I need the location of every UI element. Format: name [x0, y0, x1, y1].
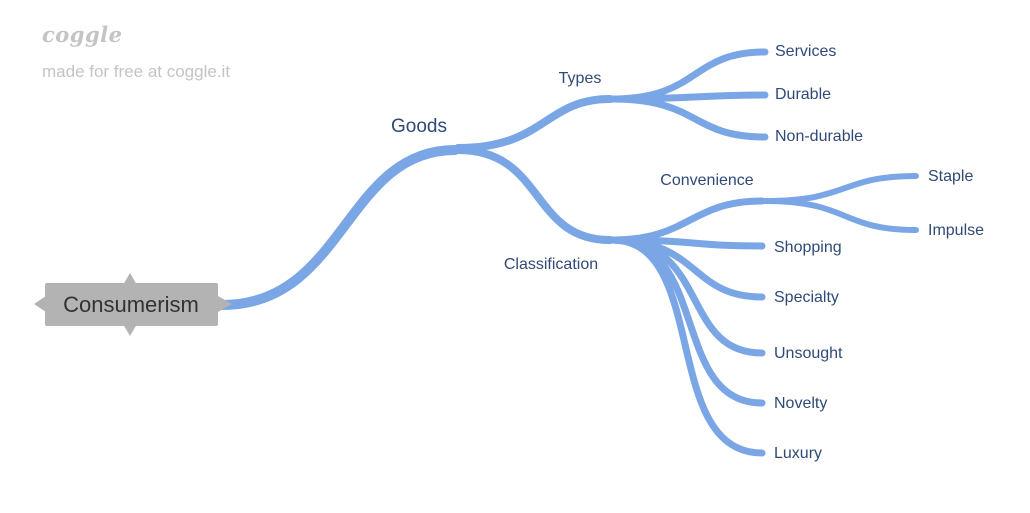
coggle-watermark: coggle made for free at coggle.it: [42, 22, 230, 82]
node-non-durable[interactable]: Non-durable: [775, 128, 863, 145]
branch-goods-types: [454, 95, 614, 152]
node-novelty[interactable]: Novelty: [774, 395, 827, 412]
branch-convenience-impulse: [762, 198, 919, 233]
coggle-logo: coggle: [42, 22, 123, 47]
node-types[interactable]: Types: [559, 70, 602, 87]
branch-consumerism-goods: [217, 145, 460, 310]
node-unsought[interactable]: Unsought: [774, 345, 843, 362]
branch-goods-classification: [454, 146, 614, 244]
branch-convenience-staple: [762, 173, 919, 204]
node-shopping[interactable]: Shopping: [774, 239, 842, 256]
root-node[interactable]: Consumerism: [34, 273, 232, 336]
watermark-tagline: made for free at coggle.it: [42, 62, 231, 81]
branch-classification-convenience: [608, 197, 766, 244]
node-luxury[interactable]: Luxury: [774, 445, 822, 462]
node-durable[interactable]: Durable: [775, 86, 831, 103]
branch-types-nondurable: [608, 95, 769, 141]
node-convenience[interactable]: Convenience: [660, 172, 754, 189]
node-specialty[interactable]: Specialty: [774, 289, 839, 306]
node-staple[interactable]: Staple: [928, 168, 973, 185]
root-label: Consumerism: [63, 292, 199, 317]
node-classification[interactable]: Classification: [504, 256, 598, 273]
node-services[interactable]: Services: [775, 43, 836, 60]
node-goods[interactable]: Goods: [391, 116, 447, 137]
branch-classification-luxury: [608, 236, 766, 457]
node-impulse[interactable]: Impulse: [928, 222, 984, 239]
